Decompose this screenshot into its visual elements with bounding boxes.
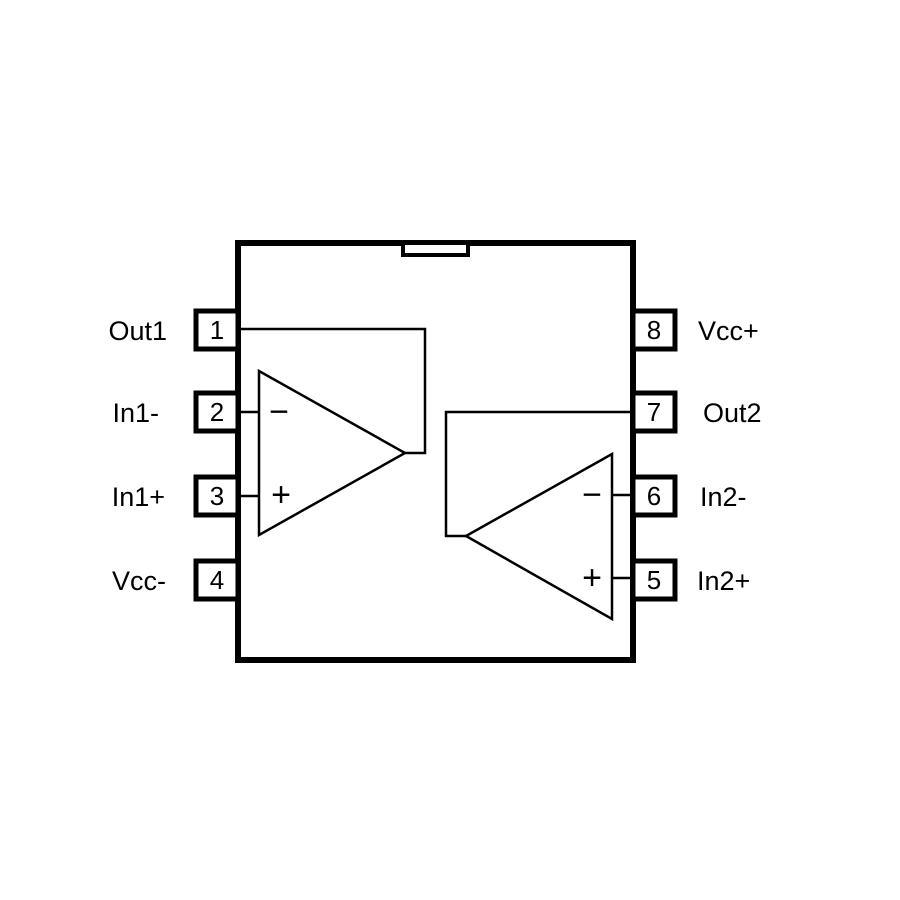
pin-2-number: 2 <box>210 397 224 427</box>
pin-7: 7 Out2 <box>630 390 762 434</box>
pin-6-number: 6 <box>647 481 661 511</box>
pin-6: 6 In2- <box>630 474 747 518</box>
pin-1: 1 Out1 <box>108 308 241 352</box>
pin-5: 5 In2+ <box>630 558 750 602</box>
pin-5-number: 5 <box>647 565 661 595</box>
pin-2: 2 In1- <box>112 390 241 434</box>
pin-4-label: Vcc- <box>112 566 166 596</box>
pin-1-number: 1 <box>210 315 224 345</box>
pin-8: 8 Vcc+ <box>630 308 759 352</box>
opamp-1-triangle <box>257 368 408 538</box>
opamp-1-minus-sign: − <box>269 393 289 431</box>
opamp-2-triangle <box>463 451 614 622</box>
pin-3: 3 In1+ <box>112 474 241 518</box>
opamp-1-output-wire <box>238 327 427 455</box>
pin-8-label: Vcc+ <box>698 316 759 346</box>
opamp-1: − + <box>238 327 427 538</box>
opamp-2-plus-sign: + <box>582 559 602 597</box>
pin-7-label: Out2 <box>703 398 762 428</box>
opamp-2-minus-sign: − <box>582 476 602 514</box>
pin-5-label: In2+ <box>697 566 750 596</box>
opamp-1-plus-sign: + <box>271 476 291 514</box>
pin-8-number: 8 <box>647 315 661 345</box>
pin-6-label: In2- <box>700 482 747 512</box>
pin-7-number: 7 <box>647 397 661 427</box>
opamp-2: − + <box>444 410 633 622</box>
pin-1-label: Out1 <box>108 316 167 346</box>
pin-2-label: In1- <box>112 398 159 428</box>
package-notch <box>401 241 470 257</box>
pin-3-number: 3 <box>210 481 224 511</box>
pin-3-label: In1+ <box>112 482 165 512</box>
pin-4-number: 4 <box>210 565 224 595</box>
pin-4: 4 Vcc- <box>112 558 241 602</box>
opamp-2-output-wire <box>444 410 633 538</box>
